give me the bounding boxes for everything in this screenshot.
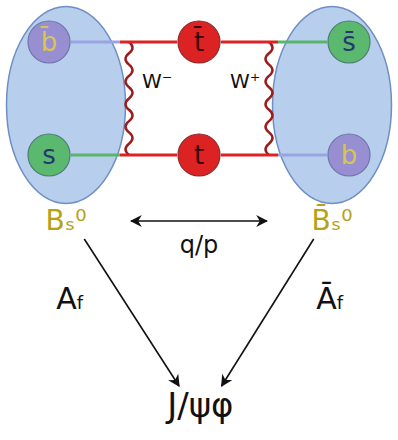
quark-circle: s bbox=[27, 133, 71, 177]
quark-circle-shape bbox=[328, 21, 370, 63]
quark-label: t bbox=[194, 142, 204, 168]
boson-label-box: W⁺ bbox=[228, 70, 262, 92]
quark-label: s̄ bbox=[342, 29, 356, 55]
decay-arrow bbox=[84, 239, 179, 386]
quark-circle: b bbox=[327, 133, 371, 177]
quark-circle: b̄ bbox=[27, 20, 71, 64]
meson-ellipse-shape bbox=[273, 7, 392, 204]
top-quark-circle: t̄ bbox=[177, 20, 221, 64]
top-quark-circle: t bbox=[177, 133, 221, 177]
quark-label: s bbox=[42, 142, 56, 168]
quark-circle-shape bbox=[178, 21, 220, 63]
boson-label: W⁺ bbox=[228, 70, 262, 92]
mixing-arrow bbox=[131, 220, 267, 222]
final-state-label: J/ψφ bbox=[165, 388, 236, 422]
final-state: J/ψφ bbox=[165, 388, 236, 422]
edge-label-box: Af bbox=[54, 282, 85, 315]
meson-ellipse-shape bbox=[7, 7, 126, 204]
decay-arrow bbox=[222, 239, 314, 386]
quark-label: b̄ bbox=[41, 29, 58, 55]
quark-line bbox=[71, 154, 177, 157]
quark-line bbox=[221, 154, 327, 157]
amplitude-label: Āf bbox=[314, 282, 345, 315]
meson-label: B̄ₛ⁰ bbox=[271, 207, 393, 235]
quark-circle-shape bbox=[178, 134, 220, 176]
edge-label-box: q/p bbox=[178, 232, 221, 258]
boson-label: W⁻ bbox=[140, 70, 174, 92]
meson-ellipse: s̄ bB̄ₛ⁰ bbox=[271, 5, 393, 235]
quark-label: b bbox=[341, 142, 358, 168]
mixing-label: q/p bbox=[178, 232, 221, 258]
edge-label-box: Āf bbox=[314, 282, 345, 315]
w-boson-line bbox=[266, 42, 273, 155]
meson-label: Bₛ⁰ bbox=[5, 207, 127, 235]
quark-circle-shape bbox=[28, 134, 70, 176]
quark-circle-shape bbox=[328, 134, 370, 176]
w-boson-line bbox=[126, 42, 133, 155]
quark-circle: s̄ bbox=[327, 20, 371, 64]
quark-line bbox=[221, 41, 327, 44]
quark-line bbox=[71, 41, 177, 44]
amplitude-label: Af bbox=[54, 282, 85, 315]
boson-label-box: W⁻ bbox=[140, 70, 174, 92]
meson-ellipse: b̄ sBₛ⁰ bbox=[5, 5, 127, 235]
quark-circle-shape bbox=[28, 21, 70, 63]
quark-label: t̄ bbox=[194, 29, 204, 55]
